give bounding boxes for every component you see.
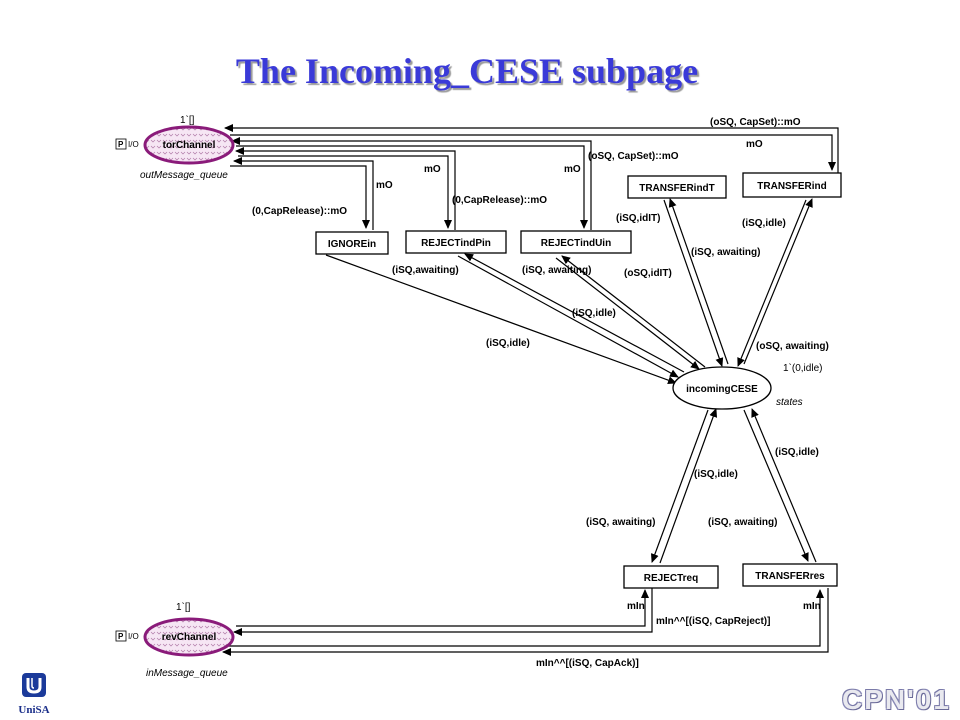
incomingcese-type: states	[776, 397, 803, 408]
arc-incomingcese-transferindt	[668, 198, 729, 365]
arc-torchannel-rejectinduin	[236, 145, 588, 229]
arc-incomingcese-rejectindpin	[464, 253, 685, 373]
arc-label: (iSQ,idle)	[694, 469, 738, 480]
arc-revchannel-rejectreq	[236, 589, 649, 627]
arc-rejectreq-incomingcese	[659, 408, 718, 564]
arc-label: (iSQ,idIT)	[616, 213, 660, 224]
arc-label: (oSQ, CapSet)::mO	[588, 151, 679, 162]
arc-label: mIn	[627, 601, 645, 612]
torchannel-port-box	[115, 138, 127, 150]
revchannel-type: inMessage_queue	[146, 668, 228, 679]
arc-transferind-torchannel	[224, 124, 839, 174]
rejectindpin-label: REJECTindPin	[421, 238, 491, 249]
revchannel-port-tag: P	[118, 632, 124, 641]
revchannel-init: 1`[]	[176, 601, 191, 613]
arc-ignorein-incomingcese	[325, 254, 677, 385]
arc-rejectindpin-incomingcese	[457, 255, 679, 378]
arc-ignorein-torchannel	[233, 157, 374, 230]
arc-label: mO	[376, 180, 393, 191]
arc-label: (iSQ, awaiting)	[691, 247, 760, 258]
arc-torchannel-transferind	[230, 134, 836, 171]
arc-transferind-incomingcese	[737, 199, 807, 367]
revchannel-port-box	[115, 630, 127, 642]
torchannel-port-tag: P	[118, 140, 124, 149]
arc-label: (iSQ,idle)	[775, 447, 819, 458]
arc-rejectreq-revchannel	[233, 588, 653, 636]
incomingcese-init: 1`(0,idle)	[783, 362, 822, 374]
arc-label: (oSQ, CapSet)::mO	[710, 117, 801, 128]
unisa-emblem-icon	[22, 673, 46, 697]
transferres-label: TRANSFERres	[755, 571, 825, 582]
arc-label: (iSQ,awaiting)	[392, 265, 459, 276]
arc-label: (iSQ,idle)	[572, 308, 616, 319]
arc-label: mIn^^[(iSQ, CapAck)]	[536, 658, 639, 669]
transition-rejectinduin[interactable]: REJECTindUin	[520, 230, 632, 254]
arc-transferres-revchannel	[222, 588, 829, 656]
unisa-logo: UniSA	[14, 672, 54, 716]
arc-label: (iSQ, awaiting)	[522, 265, 591, 276]
torchannel-init: 1`[]	[180, 114, 195, 126]
arc-label: (oSQ,idIT)	[624, 268, 672, 279]
ignorein-label: IGNOREin	[328, 239, 376, 250]
transition-rejectreq[interactable]: REJECTreq	[623, 565, 719, 589]
arc-label: mIn^^[(iSQ, CapReject)]	[656, 616, 770, 627]
arc-transferres-incomingcese	[751, 408, 817, 563]
place-incomingcese[interactable]: incomingCESE	[672, 366, 772, 410]
revchannel-name: revChannel	[162, 632, 217, 643]
transferind-label: TRANSFERind	[757, 181, 826, 192]
arc-rejectinduin-torchannel	[231, 137, 592, 230]
torchannel-name: torChannel	[163, 140, 216, 151]
arc-label: (0,CapRelease)::mO	[452, 195, 547, 206]
arc-label: (oSQ, awaiting)	[756, 341, 829, 352]
arc-label: (iSQ, awaiting)	[708, 517, 777, 528]
arc-label: mO	[424, 164, 441, 175]
transferindt-label: TRANSFERindT	[639, 183, 715, 194]
arc-rejectindpin-torchannel	[235, 147, 456, 230]
transition-rejectindpin[interactable]: REJECTindPin	[405, 230, 507, 254]
arc-torchannel-rejectindpin	[238, 155, 452, 229]
arc-label: (iSQ,idle)	[486, 338, 530, 349]
arc-incomingcese-transferres	[743, 409, 809, 562]
torchannel-port-kind: I/O	[128, 140, 139, 149]
arc-label: (0,CapRelease)::mO	[252, 206, 347, 217]
page-title: The Incoming_CESE subpage	[235, 51, 699, 91]
arc-transferindt-incomingcese	[663, 199, 724, 367]
torchannel-type: outMessage_queue	[140, 170, 228, 181]
transition-transferind[interactable]: TRANSFERind	[742, 172, 842, 198]
rejectreq-label: REJECTreq	[644, 573, 698, 584]
arc-label: (iSQ,idle)	[742, 218, 786, 229]
transition-transferres[interactable]: TRANSFERres	[742, 563, 838, 587]
rejectinduin-label: REJECTindUin	[541, 238, 611, 249]
arc-label: mIn	[803, 601, 821, 612]
unisa-logo-text: UniSA	[18, 704, 50, 716]
transition-transferindt[interactable]: TRANSFERindT	[627, 175, 727, 199]
arc-revchannel-transferres	[226, 589, 824, 647]
place-revchannel[interactable]: revChannel	[143, 617, 235, 657]
arc-torchannel-ignorein	[230, 165, 370, 229]
revchannel-port-kind: I/O	[128, 632, 139, 641]
transition-ignorein[interactable]: IGNOREin	[315, 231, 389, 255]
arc-incomingcese-rejectreq	[651, 409, 709, 563]
arc-label: mO	[564, 164, 581, 175]
arc-label: (iSQ, awaiting)	[586, 517, 655, 528]
arc-incomingcese-rejectinduin	[561, 255, 706, 368]
incomingcese-name: incomingCESE	[686, 384, 758, 395]
arc-rejectinduin-incomingcese	[555, 257, 700, 370]
arc-incomingcese-transferind	[743, 198, 813, 365]
arc-label: mO	[746, 139, 763, 150]
cpn01-logo: CPN'01	[842, 684, 951, 715]
place-torchannel[interactable]: torChannel	[143, 125, 235, 165]
